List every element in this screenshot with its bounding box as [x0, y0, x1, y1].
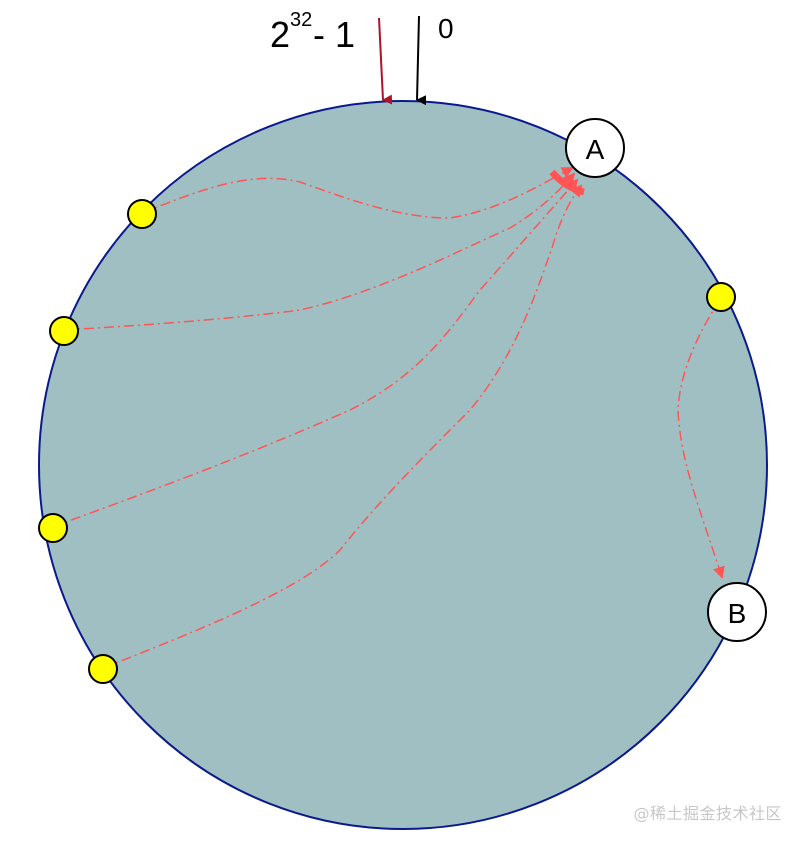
zero-arrow: [416, 15, 427, 106]
path-key4-to-a: [102, 184, 583, 669]
zero-label: 0: [438, 13, 454, 44]
max-value-label: 2 32 - 1: [270, 9, 355, 55]
server-node-a: A: [565, 118, 625, 178]
key-node-5: [706, 282, 736, 312]
key-node-2: [49, 316, 79, 346]
path-key2-to-a: [63, 172, 576, 331]
server-node-b: B: [707, 582, 767, 642]
max-value-suffix: - 1: [313, 14, 355, 55]
max-value-exponent: 32: [290, 9, 312, 31]
key-node-4: [88, 654, 118, 684]
node-a-arrival-arc: [549, 169, 585, 196]
hash-ring: [38, 100, 768, 830]
max-value-arrow: [378, 17, 393, 105]
key-node-1: [127, 199, 157, 229]
max-value-base: 2: [270, 14, 290, 55]
key-to-a-paths: [51, 167, 583, 669]
server-node-a-label: A: [586, 134, 605, 165]
server-node-b-label: B: [728, 598, 747, 629]
watermark-text: @稀土掘金技术社区: [633, 804, 782, 823]
server-node-b-circle: [707, 582, 767, 642]
path-key5-to-b: [677, 299, 725, 579]
data-keys: [38, 199, 736, 684]
path-key1-to-a: [141, 167, 574, 219]
key-node-3: [38, 513, 68, 543]
server-node-a-circle: [565, 118, 625, 178]
path-key3-to-a: [51, 178, 579, 528]
